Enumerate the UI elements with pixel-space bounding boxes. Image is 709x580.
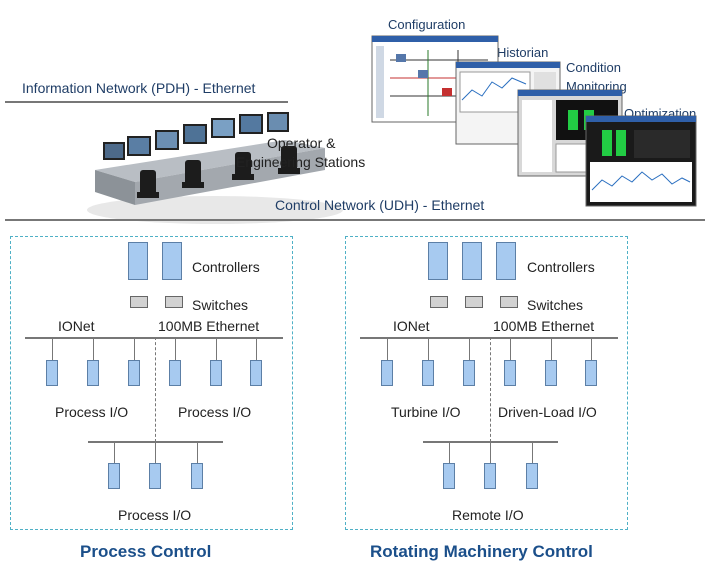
rotating-machinery-title: Rotating Machinery Control [370,542,593,561]
controller-icon [496,242,516,280]
switches-label: Switches [527,297,584,313]
io-module-icon [169,360,181,386]
switches-label: Switches [192,297,249,313]
controller-icon [462,242,482,280]
io-module-icon [443,463,455,489]
switch-icon [430,296,448,308]
remote-bus-line [423,441,558,443]
app-label-configuration: Configuration [388,17,466,32]
io-module-icon [250,360,262,386]
control-network-line [5,219,705,221]
io-module-icon [504,360,516,386]
switch-icon [165,296,183,308]
io-module-icon [210,360,222,386]
io-module-icon [191,463,203,489]
remote-io-label: Remote I/O [452,507,524,523]
io-module-icon [526,463,538,489]
switch-icon [465,296,483,308]
ethernet-label: 100MB Ethernet [158,318,260,334]
controllers-label: Controllers [192,259,260,275]
io-module-icon [422,360,434,386]
info-network-label: Information Network (PDH) - Ethernet [22,80,256,96]
operator-stations-image [87,112,343,224]
io-module-icon [381,360,393,386]
io-module-icon [484,463,496,489]
io-module-icon [87,360,99,386]
app-screenshots [371,35,697,207]
control-network-label: Control Network (UDH) - Ethernet [275,197,485,213]
controller-icon [128,242,148,280]
controller-icon [428,242,448,280]
driven-load-io-label: Driven-Load I/O [498,404,597,420]
remote-bus-line [88,441,223,443]
controllers-label: Controllers [527,259,595,275]
io-module-icon [149,463,161,489]
ionet-label: IONet [393,318,430,334]
io-module-icon [46,360,58,386]
info-network-line [5,101,288,103]
process-io-left-label: Process I/O [55,404,129,420]
switch-icon [500,296,518,308]
ethernet-label: 100MB Ethernet [493,318,595,334]
io-bus-line [360,337,618,339]
switch-icon [130,296,148,308]
io-module-icon [128,360,140,386]
ionet-label: IONet [58,318,95,334]
network-divider [155,337,156,442]
network-divider [490,337,491,442]
operator-label-line2: Engineering Stations [236,154,366,170]
turbine-io-label: Turbine I/O [391,404,461,420]
rotating-machinery-panel [345,236,628,530]
process-io-right-label: Process I/O [178,404,252,420]
app-label-condition-1: Condition [566,60,621,75]
controller-icon [162,242,182,280]
process-control-panel [10,236,293,530]
io-bus-line [25,337,283,339]
process-control-title: Process Control [80,542,212,561]
io-module-icon [108,463,120,489]
io-module-icon [545,360,557,386]
app-label-historian: Historian [497,45,549,60]
process-io-bottom-label: Process I/O [118,507,192,523]
io-module-icon [585,360,597,386]
io-module-icon [463,360,475,386]
operator-label-line1: Operator & [267,135,336,151]
